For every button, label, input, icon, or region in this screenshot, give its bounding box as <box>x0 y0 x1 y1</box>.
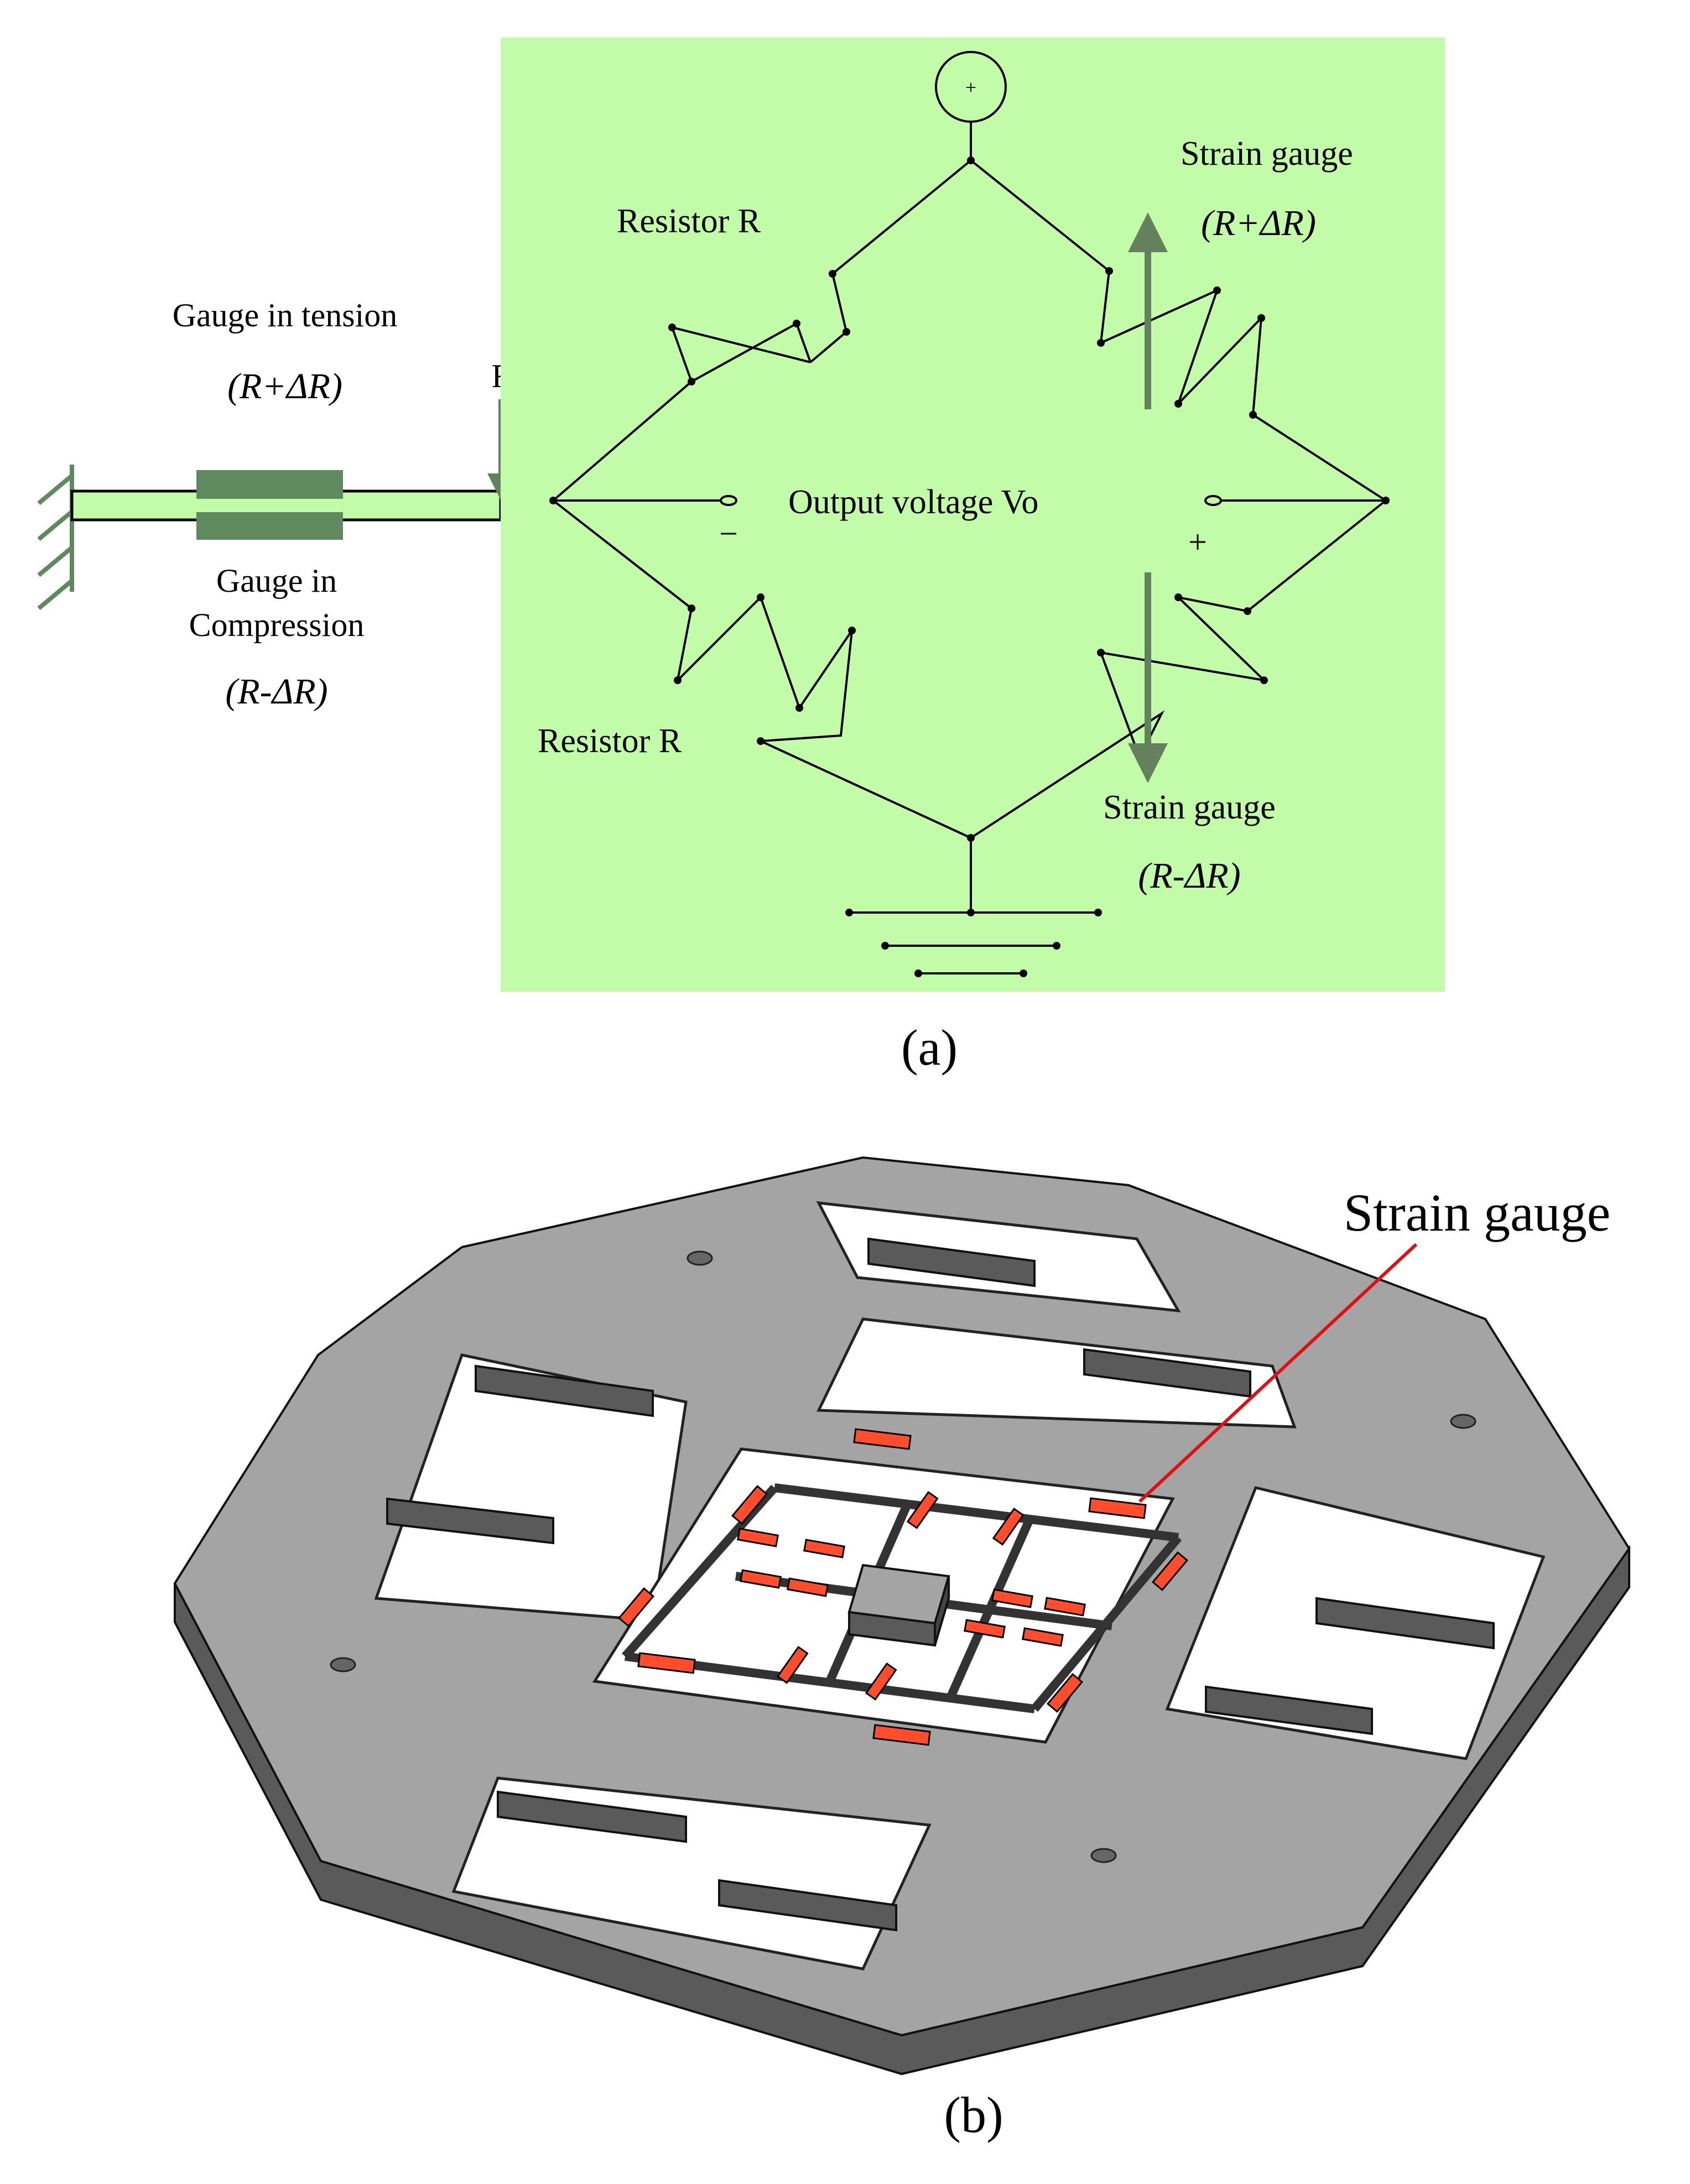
bridge-background <box>501 38 1445 992</box>
wall-hatching <box>37 473 74 611</box>
compression-label-line2: Compression <box>189 607 365 643</box>
strain-gauge <box>776 1645 809 1684</box>
compression-value: (R-ΔR) <box>225 671 327 712</box>
strain-gauge <box>1151 1551 1189 1591</box>
strain-gauge-top-label: Strain gauge <box>1181 135 1353 173</box>
strain-gauge <box>787 1577 829 1597</box>
mounting-hole <box>687 1250 713 1266</box>
strain-gauge <box>637 1652 696 1674</box>
strain-gauge <box>1088 1497 1147 1519</box>
tension-value: (R+ΔR) <box>227 366 342 406</box>
strain-gauge-bottom-label: Strain gauge <box>1103 789 1276 826</box>
strain-gauges <box>617 1428 1189 1746</box>
panel-b: Strain gauge (b) <box>173 1156 1631 2143</box>
strain-gauge <box>992 1507 1025 1546</box>
strain-gauge <box>803 1539 845 1558</box>
strain-gauge <box>865 1662 897 1701</box>
strain-gauge <box>906 1490 939 1529</box>
plus-sign: + <box>1188 524 1207 560</box>
tension-label: Gauge in tension <box>173 297 398 333</box>
wheatstone-bridge: + Resistor R Resistor R Strain gauge (R+… <box>501 38 1445 992</box>
strain-gauge <box>740 1569 782 1589</box>
strain-gauge-bottom-value: (R-ΔR) <box>1138 856 1240 896</box>
strain-gauge <box>853 1428 912 1450</box>
strain-gauge <box>737 1528 779 1547</box>
window-top-inner <box>817 1317 1297 1429</box>
compression-label-line1: Gauge in <box>216 562 337 599</box>
strain-gauge-top-value: (R+ΔR) <box>1201 203 1316 243</box>
tension-gauge <box>196 470 343 499</box>
strain-gauge <box>1044 1597 1086 1617</box>
strain-gauge <box>991 1588 1033 1608</box>
strain-gauge-callout-label: Strain gauge <box>1344 1183 1611 1242</box>
panel-a: F Gauge in tension (R+ΔR) Gauge in Compr… <box>37 38 1445 1076</box>
strain-gauge <box>1022 1627 1064 1647</box>
mounting-hole <box>1090 1848 1117 1863</box>
caption-a: (a) <box>901 1019 958 1076</box>
output-voltage-label: Output voltage Vo <box>788 483 1038 521</box>
strain-gauge <box>1046 1673 1084 1713</box>
sensor-plate <box>173 1156 1631 2076</box>
mounting-hole <box>330 1657 356 1672</box>
mounting-hole <box>1450 1414 1476 1429</box>
bridge-nodes <box>549 157 1390 977</box>
source-symbol: + <box>965 76 976 98</box>
strain-gauge-callout-line <box>1138 1243 1418 1503</box>
flexure-blocks <box>386 1237 1495 1932</box>
minus-sign: − <box>719 515 738 552</box>
strain-gauge <box>964 1619 1006 1639</box>
cantilever-beam-diagram: F Gauge in tension (R+ΔR) Gauge in Compr… <box>37 297 514 712</box>
mounting-holes <box>330 1250 1476 1863</box>
resistor-bottom-left-label: Resistor R <box>538 722 682 760</box>
strain-gauge <box>731 1485 768 1525</box>
central-hub <box>847 1563 950 1647</box>
compression-gauge <box>196 512 343 540</box>
caption-b: (b) <box>944 2087 1003 2143</box>
strain-gauge <box>872 1724 931 1746</box>
resistor-top-left-label: Resistor R <box>617 202 761 240</box>
strain-gauge <box>617 1587 655 1627</box>
